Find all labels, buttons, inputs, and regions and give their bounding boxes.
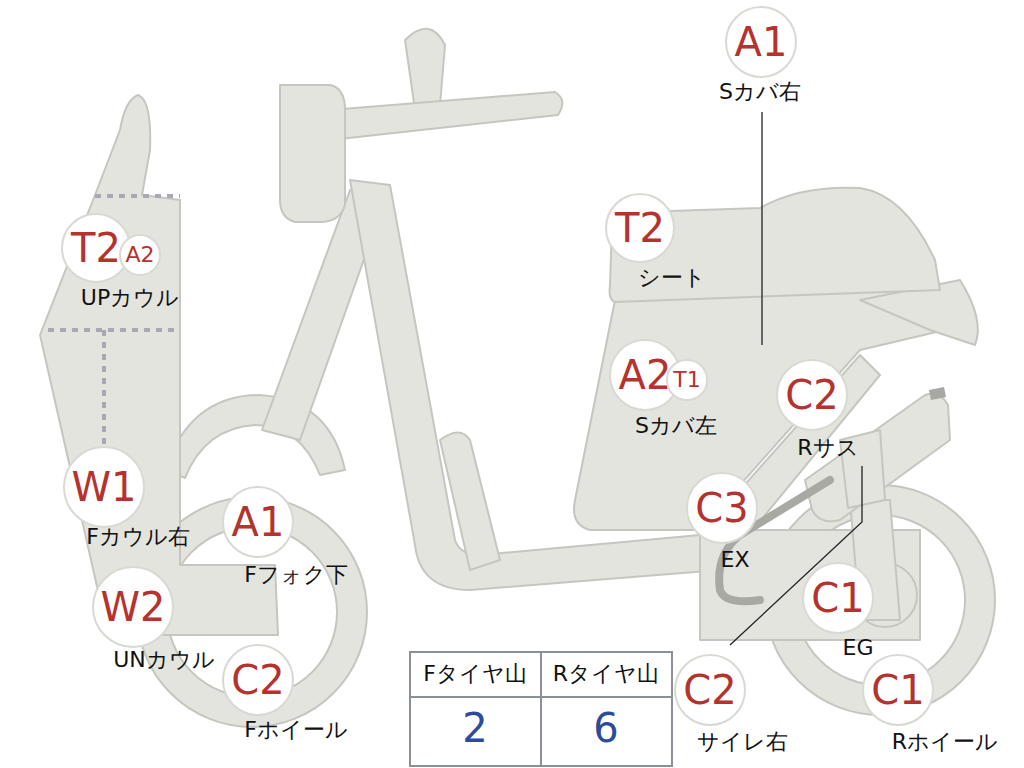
table-cell: 6 xyxy=(593,706,618,750)
callout-code: T1 xyxy=(673,369,700,391)
callout-code: A2 xyxy=(125,244,154,266)
callout-code: W1 xyxy=(71,467,136,507)
part-name: サイレ右 xyxy=(697,730,788,754)
callout-circle: C2 xyxy=(222,644,295,717)
table-cell: 2 xyxy=(462,706,487,750)
callout-code: C2 xyxy=(785,375,838,415)
callout-code: A2 xyxy=(619,355,672,395)
part-name: EG xyxy=(843,636,874,660)
part-name: Fホイール xyxy=(244,718,348,742)
part-name: シート xyxy=(638,266,706,290)
callout-code: C1 xyxy=(811,578,864,618)
part-name: Sカバ右 xyxy=(719,80,801,104)
part-name: Fフォク下 xyxy=(244,563,348,587)
callout-code: C3 xyxy=(695,488,748,528)
callout-circle: C3 xyxy=(686,472,759,545)
callout-circle: C2 xyxy=(776,359,849,432)
callout-code: C2 xyxy=(683,670,736,710)
part-name: EX xyxy=(721,548,750,572)
callout-circle: C2 xyxy=(674,654,747,727)
part-name: Rホイール xyxy=(892,730,998,754)
callout-circle: A2 xyxy=(119,234,161,276)
callout-code: C1 xyxy=(871,670,924,710)
callout-circle: W2 xyxy=(92,566,174,648)
callout-code: W2 xyxy=(100,587,165,627)
part-name: Rサス xyxy=(797,436,858,460)
callout-code: C2 xyxy=(231,660,284,700)
part-name: UNカウル xyxy=(113,648,215,672)
part-name: Sカバ左 xyxy=(635,414,717,438)
callout-code: T2 xyxy=(71,228,121,268)
part-name: UPカウル xyxy=(81,286,179,310)
callout-circle: A1 xyxy=(725,6,797,78)
callout-circle: W1 xyxy=(63,446,145,528)
callout-code: A1 xyxy=(232,502,285,542)
callout-circle: T1 xyxy=(666,359,707,400)
callout-circle: A1 xyxy=(222,486,294,558)
part-name: Fカウル右 xyxy=(86,525,190,549)
callout-code: A1 xyxy=(735,22,788,62)
callout-code: T2 xyxy=(615,208,665,248)
callout-circle: C1 xyxy=(862,654,935,727)
table-cell: Fタイヤ山 xyxy=(423,662,527,686)
callout-circle: T2 xyxy=(605,193,675,263)
callout-circle: C1 xyxy=(802,562,875,635)
table-cell: Rタイヤ山 xyxy=(553,662,659,686)
